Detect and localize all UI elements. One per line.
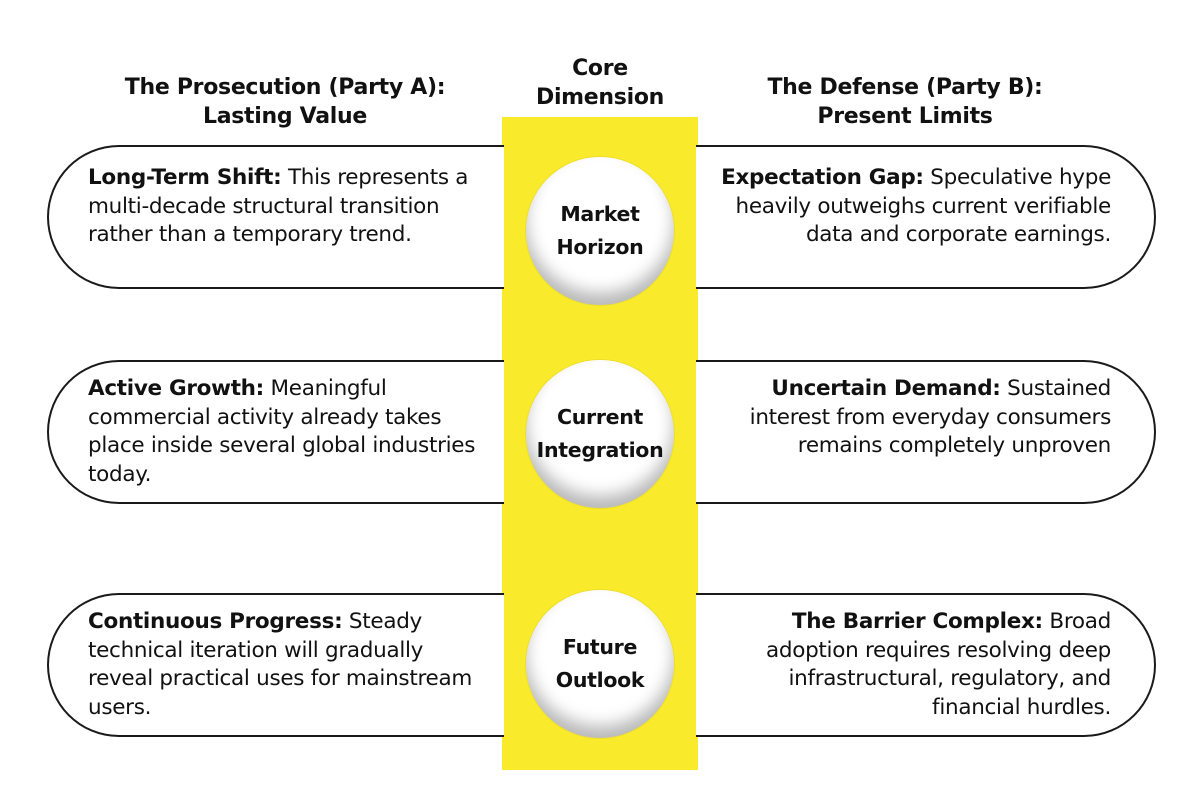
defense-card-current-integration: Uncertain Demand: Sustained interest fro… [696,360,1156,504]
card-body: This represents a multi-decade structura… [88,165,469,247]
defense-card-text: Uncertain Demand: Sustained interest fro… [718,375,1112,461]
dimension-circle-future-outlook: Future Outlook [526,590,674,738]
prosecution-card-text: Long-Term Shift: This represents a multi… [88,164,480,250]
card-body: Meaningful commercial activity already t… [88,376,476,487]
defense-header-line-2: Present Limits [817,104,993,129]
core-dimension-header: Core Dimension [502,54,698,112]
dimension-label-line-1: Market [560,202,640,226]
prosecution-card-current-integration: Active Growth: Meaningful commercial act… [47,360,504,504]
card-title: Uncertain Demand: [771,376,1001,401]
defense-card-future-outlook: The Barrier Complex: Broad adoption requ… [696,593,1156,737]
dimension-label-line-2: Horizon [556,235,644,259]
card-body: Broad adoption requires resolving deep i… [766,609,1111,720]
card-title: Active Growth: [88,376,264,401]
card-title: Long-Term Shift: [88,165,282,190]
prosecution-header: The Prosecution (Party A): Lasting Value [80,73,490,131]
card-title: The Barrier Complex: [791,609,1043,634]
dimension-label-line-1: Future [562,635,638,659]
defense-card-market-horizon: Expectation Gap: Speculative hype heavil… [696,145,1156,289]
defense-card-text: The Barrier Complex: Broad adoption requ… [718,608,1111,722]
dimension-label-line-2: Outlook [555,668,645,692]
prosecution-header-line-2: Lasting Value [203,104,367,129]
prosecution-card-text: Active Growth: Meaningful commercial act… [88,375,480,489]
dimension-label-line-2: Integration [536,438,664,462]
defense-header: The Defense (Party B): Present Limits [710,73,1100,131]
dimension-circle-current-integration: Current Integration [526,360,674,508]
defense-header-line-1: The Defense (Party B): [767,75,1043,100]
dimension-label-line-1: Current [556,405,644,429]
card-body: Steady technical iteration will graduall… [88,609,472,720]
dimension-circle-market-horizon: Market Horizon [526,157,674,305]
card-body: Sustained interest from everyday consume… [749,376,1112,458]
core-dimension-header-line-2: Dimension [535,85,665,110]
prosecution-card-market-horizon: Long-Term Shift: This represents a multi… [47,145,504,289]
card-body: Speculative hype heavily outweighs curre… [735,165,1112,247]
card-title: Continuous Progress: [88,609,343,634]
core-dimension-header-line-1: Core [572,56,628,81]
prosecution-card-future-outlook: Continuous Progress: Steady technical it… [47,593,504,737]
defense-card-text: Expectation Gap: Speculative hype heavil… [718,164,1111,250]
prosecution-card-text: Continuous Progress: Steady technical it… [88,608,480,722]
card-title: Expectation Gap: [721,165,924,190]
prosecution-header-line-1: The Prosecution (Party A): [124,75,446,100]
